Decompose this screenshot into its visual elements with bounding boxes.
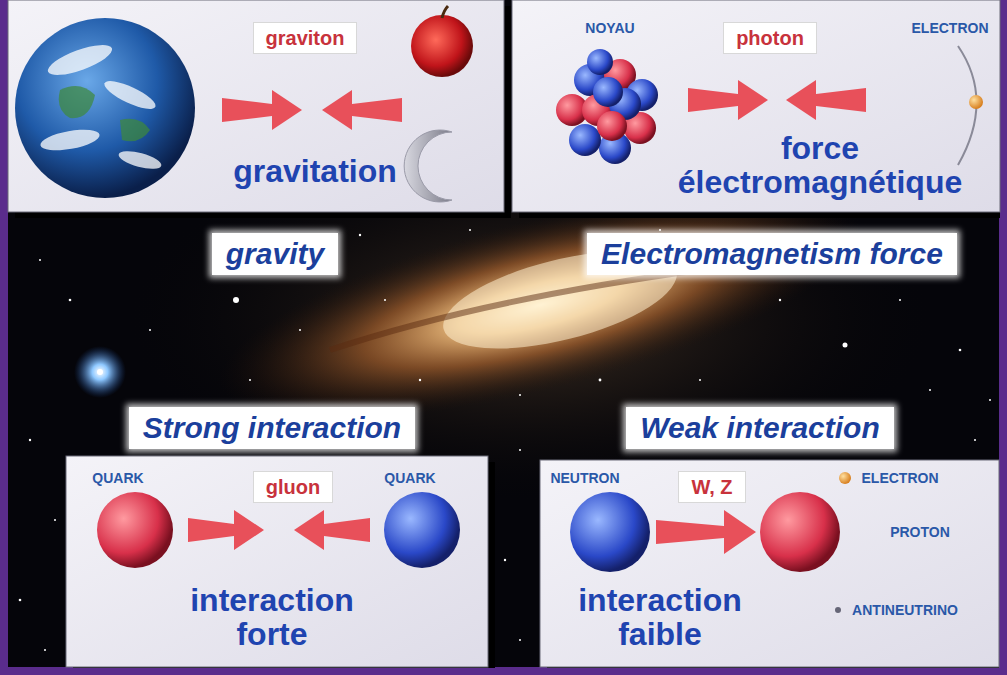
- boson-tag: graviton: [253, 22, 358, 54]
- boson-name: W, Z: [691, 475, 732, 499]
- boson-tag: gluon: [253, 471, 333, 503]
- particle-label: QUARK: [92, 470, 143, 486]
- boson-name: graviton: [266, 26, 345, 50]
- particle-label: QUARK: [384, 470, 435, 486]
- force-panel: gravitation graviton: [8, 0, 504, 212]
- force-panel: NOYAU ELECTRON force électromagnétique phot…: [512, 0, 1000, 212]
- particle-label: NEUTRON: [550, 470, 619, 486]
- force-name: force électromagnétique: [660, 132, 980, 199]
- force-panel: NEUTRON ELECTRON PROTON ANTINEUTRINO interac…: [540, 460, 999, 667]
- force-title: Weak interaction: [640, 411, 880, 446]
- particle-label: ELECTRON: [862, 470, 939, 486]
- particle-label: ANTINEUTRINO: [852, 602, 958, 618]
- force-band: Weak interaction: [626, 407, 894, 450]
- force-name: interaction faible: [550, 584, 770, 651]
- force-panel: QUARK QUARK interaction forte gluon: [66, 456, 488, 667]
- force-title: Electromagnetism force: [601, 237, 943, 272]
- force-band: Electromagnetism force: [587, 233, 957, 276]
- force-name: gravitation: [233, 155, 397, 189]
- particle-label: NOYAU: [585, 20, 634, 36]
- boson-tag: photon: [723, 22, 817, 54]
- particle-label: PROTON: [890, 524, 950, 540]
- particle-label: ELECTRON: [912, 20, 989, 36]
- force-band: Strong interaction: [129, 407, 415, 450]
- boson-name: photon: [736, 26, 804, 50]
- force-name: interaction forte: [162, 584, 382, 651]
- boson-tag: W, Z: [678, 471, 745, 503]
- force-title: Strong interaction: [143, 411, 401, 446]
- force-band: gravity: [212, 233, 338, 276]
- force-title: gravity: [226, 237, 324, 272]
- boson-name: gluon: [266, 475, 320, 499]
